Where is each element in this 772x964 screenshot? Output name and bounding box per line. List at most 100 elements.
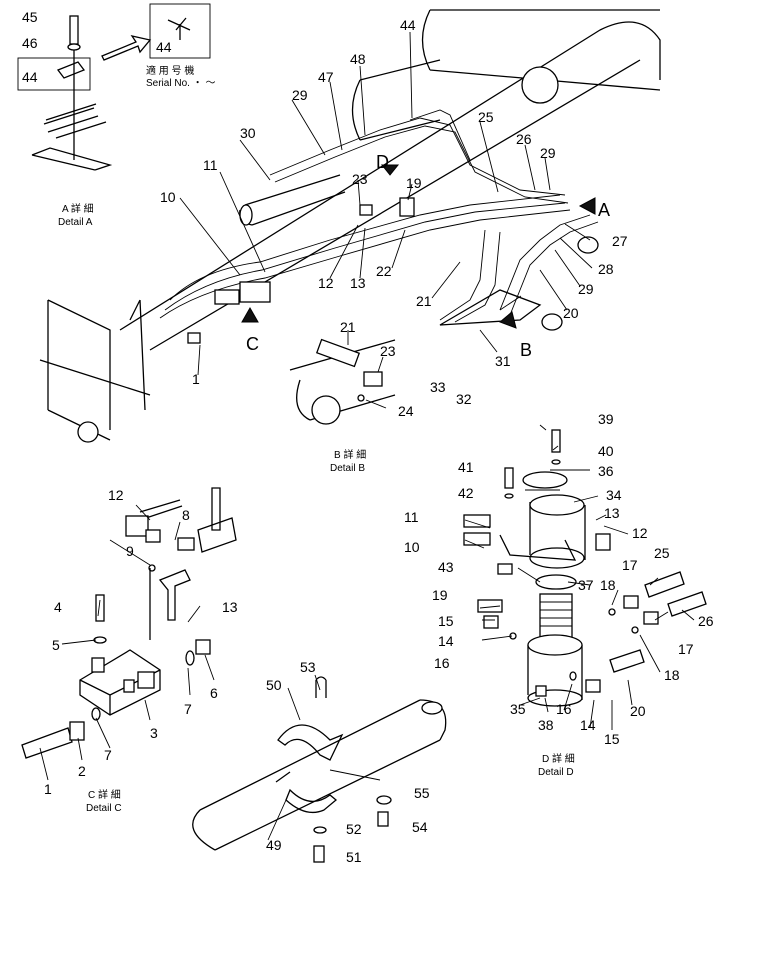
callout-3: 3 — [150, 725, 158, 741]
callout-51: 51 — [346, 849, 362, 865]
callout-38: 38 — [538, 717, 554, 733]
callout-2: 2 — [78, 763, 86, 779]
callout-26-detail-d: 26 — [698, 613, 714, 629]
main-assembly — [39, 9, 661, 443]
callout-52: 52 — [346, 821, 362, 837]
detail-a-caption-jp: A 詳 細 — [62, 202, 94, 215]
callout-39: 39 — [598, 411, 614, 427]
callout-49: 49 — [266, 837, 282, 853]
callout-27: 27 — [612, 233, 628, 249]
callout-1-detail-c: 1 — [44, 781, 52, 797]
detail-a-caption: Detail A — [58, 217, 93, 228]
callout-17-lower: 17 — [678, 641, 694, 657]
clamp-detail — [192, 674, 447, 863]
callout-22: 22 — [376, 263, 392, 279]
callout-13-main: 13 — [350, 275, 366, 291]
callout-10-main: 10 — [160, 189, 176, 205]
callout-44-serial-box: 44 — [156, 39, 172, 55]
detail-b-caption: Detail B — [330, 463, 365, 474]
callout-43: 43 — [438, 559, 454, 575]
callout-55: 55 — [414, 785, 430, 801]
callout-24: 24 — [398, 403, 414, 419]
detail-d-caption: Detail D — [538, 767, 574, 778]
callout-12-detail-d: 12 — [632, 525, 648, 541]
view-letter-c: C — [246, 334, 259, 354]
callout-17-upper: 17 — [622, 557, 638, 573]
serial-caption-jp: 適 用 号 機 — [146, 64, 194, 77]
callout-29-upper: 29 — [292, 87, 308, 103]
callout-15-right: 15 — [604, 731, 620, 747]
callout-18-lower: 18 — [664, 667, 680, 683]
callout-18-upper: 18 — [600, 577, 616, 593]
callout-11-main: 11 — [203, 157, 218, 173]
callout-46: 46 — [22, 35, 38, 51]
detail-b-caption-jp: B 詳 細 — [334, 448, 366, 461]
callout-8: 8 — [182, 507, 190, 523]
callout-32: 32 — [456, 391, 472, 407]
detail-c — [21, 487, 237, 781]
callout-5: 5 — [52, 637, 60, 653]
callout-23-main: 23 — [352, 171, 368, 187]
callout-41: 41 — [458, 459, 474, 475]
callout-12-detail-c: 12 — [108, 487, 124, 503]
callout-21-main: 21 — [416, 293, 432, 309]
callout-20-detail-d: 20 — [630, 703, 646, 719]
callout-1-main: 1 — [192, 371, 200, 387]
callout-14-left: 14 — [438, 633, 454, 649]
callout-25-detail-d: 25 — [654, 545, 670, 561]
callout-21-detail-b: 21 — [340, 319, 356, 335]
detail-d — [463, 424, 707, 730]
callout-35: 35 — [510, 701, 526, 717]
callout-30: 30 — [240, 125, 256, 141]
callout-25-main: 25 — [478, 109, 494, 125]
serial-caption: Serial No. ・ ～ — [146, 78, 215, 89]
callout-7-left: 7 — [104, 747, 112, 763]
callout-31: 31 — [495, 353, 511, 369]
callout-11-detail-d: 11 — [404, 509, 419, 525]
callout-48: 48 — [350, 51, 366, 67]
callout-42: 42 — [458, 485, 474, 501]
callout-16-right: 16 — [556, 701, 572, 717]
callout-labels: 45 46 44 44 44 48 47 29 30 25 26 29 11 1… — [22, 9, 714, 865]
callout-28: 28 — [598, 261, 614, 277]
detail-c-caption: Detail C — [86, 803, 122, 814]
callout-47: 47 — [318, 69, 334, 85]
callout-37: 37 — [578, 577, 594, 593]
callout-33: 33 — [430, 379, 446, 395]
callout-53: 53 — [300, 659, 316, 675]
callout-7-right: 7 — [184, 701, 192, 717]
callout-36: 36 — [598, 463, 614, 479]
callout-15-left: 15 — [438, 613, 454, 629]
callout-50: 50 — [266, 677, 282, 693]
callout-16-left: 16 — [434, 655, 450, 671]
callout-19-main: 19 — [406, 175, 422, 191]
view-letter-a: A — [598, 200, 610, 220]
callout-10-detail-d: 10 — [404, 539, 420, 555]
callout-19-detail-d: 19 — [432, 587, 448, 603]
callout-14-right: 14 — [580, 717, 596, 733]
callout-44-detail-a: 44 — [22, 69, 38, 85]
callout-29-lower: 29 — [578, 281, 594, 297]
callout-4: 4 — [54, 599, 62, 615]
callout-54: 54 — [412, 819, 428, 835]
callout-20-main: 20 — [563, 305, 579, 321]
callout-12-main: 12 — [318, 275, 334, 291]
detail-d-caption-jp: D 詳 細 — [542, 752, 575, 765]
detail-b — [289, 330, 396, 425]
callout-26-main: 26 — [516, 131, 532, 147]
callout-44-main: 44 — [400, 17, 416, 33]
callout-13-detail-d: 13 — [604, 505, 620, 521]
callout-23-detail-b: 23 — [380, 343, 396, 359]
callout-34: 34 — [606, 487, 622, 503]
callout-6: 6 — [210, 685, 218, 701]
callout-45: 45 — [22, 9, 38, 25]
captions: 適 用 号 機 Serial No. ・ ～ A 詳 細 Detail A B … — [58, 64, 575, 814]
callout-40: 40 — [598, 443, 614, 459]
view-letter-d: D — [376, 152, 389, 172]
callout-29-right: 29 — [540, 145, 556, 161]
callout-13-detail-c: 13 — [222, 599, 238, 615]
view-letter-b: B — [520, 340, 532, 360]
callout-9: 9 — [126, 543, 134, 559]
detail-a — [17, 3, 211, 171]
